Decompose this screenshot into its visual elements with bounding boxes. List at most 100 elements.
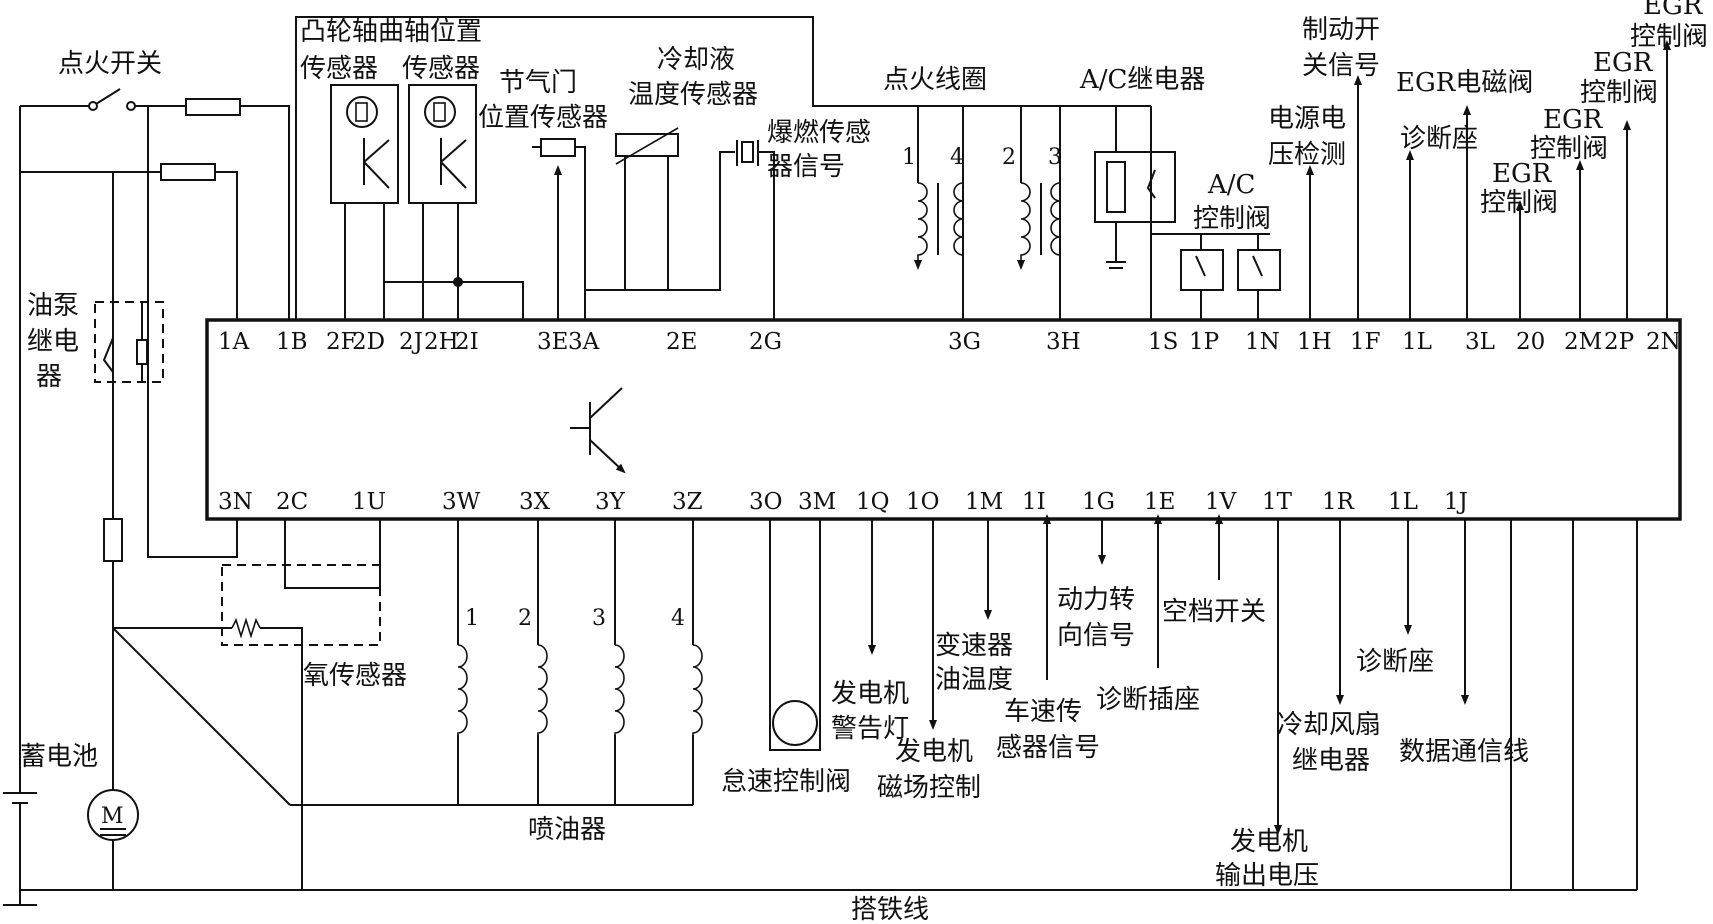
crank-sensor-box xyxy=(408,84,477,204)
pin-top-1p: 1P xyxy=(1189,329,1219,355)
ecu-box xyxy=(205,318,1682,521)
ignition-switch-symbol xyxy=(88,88,136,111)
label-egr-d-line1: EGR xyxy=(1643,0,1704,21)
pin-top-2d: 2D xyxy=(352,329,385,355)
label-brake-line1: 制动开 xyxy=(1302,15,1380,45)
pin-top-20: 20 xyxy=(1516,329,1545,355)
label-ac-valve-line1: A/C xyxy=(1207,170,1255,200)
fuse-3 xyxy=(103,518,123,562)
pin-top-2e: 2E xyxy=(666,329,697,355)
ignition-coil-group xyxy=(914,106,1061,320)
coil-number-1: 1 xyxy=(902,145,916,170)
label-diag-plug: 诊断插座 xyxy=(1096,685,1200,715)
idle-valve-symbol xyxy=(772,700,818,746)
coil-number-3: 3 xyxy=(1048,145,1062,170)
label-coolant-line2: 温度传感器 xyxy=(628,80,758,110)
label-egr-d-line2: 控制阀 xyxy=(1630,22,1708,52)
pin-top-2p: 2P xyxy=(1604,329,1634,355)
cam-sensor-box xyxy=(330,84,399,204)
pin-bottom-1q: 1Q xyxy=(856,489,890,515)
pin-bottom-2c: 2C xyxy=(276,489,308,515)
label-ground: 搭铁线 xyxy=(851,895,929,924)
label-coolant-line1: 冷却液 xyxy=(657,45,735,75)
label-speed-line1: 车速传 xyxy=(1004,697,1082,727)
fuel-pump-relay-box xyxy=(94,301,164,383)
label-fan-line2: 继电器 xyxy=(1292,746,1370,776)
wire-1b xyxy=(240,105,290,320)
ecu-transistor-symbol xyxy=(570,387,626,474)
label-knock-line1: 爆燃传感 xyxy=(767,118,871,148)
pin-bottom-3m: 3M xyxy=(798,489,836,515)
label-alt-lamp-line2: 警告灯 xyxy=(831,714,909,744)
motor-m-symbol: M xyxy=(101,804,124,829)
injector-number-2: 2 xyxy=(518,606,532,631)
pin-top-3h: 3H xyxy=(1046,329,1081,355)
pin-top-1s: 1S xyxy=(1148,329,1178,355)
pin-bottom-3x: 3X xyxy=(519,489,551,515)
coolant-sensor-symbol xyxy=(615,133,679,157)
pin-bottom-3y: 3Y xyxy=(595,489,626,515)
wire-1a xyxy=(215,171,238,320)
wire-2c-1u xyxy=(284,519,381,589)
label-data-line: 数据通信线 xyxy=(1399,737,1529,767)
pin-bottom-1j: 1J xyxy=(1444,489,1468,515)
pin-bottom-1i: 1I xyxy=(1022,489,1046,515)
label-alt-field-line2: 磁场控制 xyxy=(877,773,981,803)
label-pump-line3: 器 xyxy=(36,362,62,392)
pin-bottom-1l: 1L xyxy=(1388,489,1418,515)
pin-top-2n: 2N xyxy=(1646,329,1681,355)
label-egr-a-line1: EGR xyxy=(1492,159,1553,189)
label-egr-c-line2: 控制阀 xyxy=(1580,78,1658,108)
label-knock-line2: 器信号 xyxy=(767,152,845,182)
pin-bottom-1m: 1M xyxy=(965,489,1003,515)
pin-bottom-1g: 1G xyxy=(1082,489,1115,515)
pin-bottom-1u: 1U xyxy=(352,489,386,515)
label-egr-b-line1: EGR xyxy=(1543,105,1604,135)
label-alt-output-line2: 输出电压 xyxy=(1215,861,1319,891)
pin-bottom-1v: 1V xyxy=(1205,489,1237,515)
label-egr-solenoid: EGR电磁阀 xyxy=(1396,68,1533,98)
label-injectors: 喷油器 xyxy=(528,815,606,845)
label-brake-line2: 关信号 xyxy=(1302,51,1380,81)
pin-top-1a: 1A xyxy=(218,329,250,355)
pin-bottom-1r: 1R xyxy=(1322,489,1355,515)
idle-valve-wire xyxy=(769,519,821,751)
injector-number-4: 4 xyxy=(671,606,685,631)
pin-bottom-1o: 1O xyxy=(906,489,940,515)
ac-relay-box xyxy=(1094,151,1176,223)
label-neutral-switch: 空档开关 xyxy=(1162,597,1266,627)
label-power-steering-line1: 动力转 xyxy=(1057,585,1135,615)
label-trans-line1: 变速器 xyxy=(935,631,1013,661)
injector-number-1: 1 xyxy=(465,606,479,631)
top-power-loop xyxy=(295,16,1151,320)
coil-number-4: 4 xyxy=(950,145,964,170)
label-cam-sensor: 传感器 xyxy=(300,54,378,84)
wire-3n xyxy=(147,106,238,558)
pin-top-1b: 1B xyxy=(276,329,308,355)
pin-top-2m: 2M xyxy=(1564,329,1602,355)
label-voltage-line1: 电源电 xyxy=(1268,104,1346,134)
pin-bottom-1e: 1E xyxy=(1144,489,1175,515)
pin-bottom-3z: 3Z xyxy=(672,489,703,515)
label-alt-output-line1: 发电机 xyxy=(1230,827,1308,857)
label-ac-relay: A/C继电器 xyxy=(1079,65,1205,95)
label-diag-bottom: 诊断座 xyxy=(1356,647,1434,677)
pin-top-1f: 1F xyxy=(1350,329,1381,355)
label-trans-line2: 油温度 xyxy=(935,665,1013,695)
pin-top-3l: 3L xyxy=(1465,329,1495,355)
label-oxygen-sensor: 氧传感器 xyxy=(303,661,407,691)
label-fan-line1: 冷却风扇 xyxy=(1277,710,1381,740)
label-voltage-line2: 压检测 xyxy=(1268,140,1346,170)
pin-top-1l: 1L xyxy=(1402,329,1432,355)
label-throttle-line1: 节气门 xyxy=(499,68,577,98)
ground-return-wires xyxy=(1510,519,1638,890)
label-egr-c-line1: EGR xyxy=(1593,48,1654,78)
pin-bottom-3o: 3O xyxy=(749,489,783,515)
label-battery: 蓄电池 xyxy=(20,742,98,772)
pin-top-2i: 2I xyxy=(455,329,479,355)
label-crank-sensor: 传感器 xyxy=(402,54,480,84)
label-alt-lamp-line1: 发电机 xyxy=(831,679,909,709)
label-alt-field-line1: 发电机 xyxy=(895,737,973,767)
